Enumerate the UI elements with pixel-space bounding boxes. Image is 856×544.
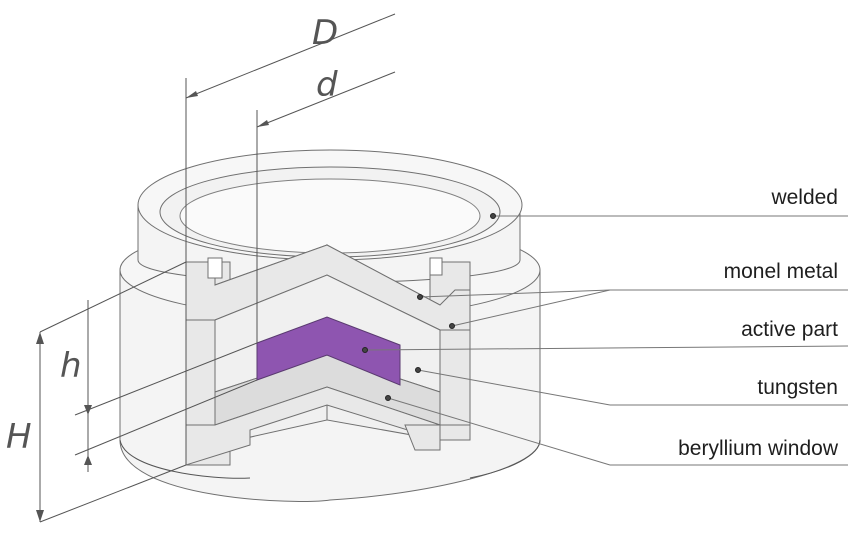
label-welded: welded: [770, 186, 838, 209]
label-monel-metal: monel metal: [724, 260, 838, 283]
dimension-label-h: h: [60, 346, 82, 386]
leader-lines: [362, 213, 849, 466]
label-active-part: active part: [741, 318, 838, 341]
dimension-label-H: H: [6, 417, 32, 457]
label-tungsten: tungsten: [757, 376, 838, 399]
dimension-label-D: D: [312, 13, 338, 53]
label-beryllium-window: beryllium window: [678, 437, 839, 460]
dimension-lines: [36, 13, 396, 523]
dimension-label-d: d: [316, 65, 338, 105]
